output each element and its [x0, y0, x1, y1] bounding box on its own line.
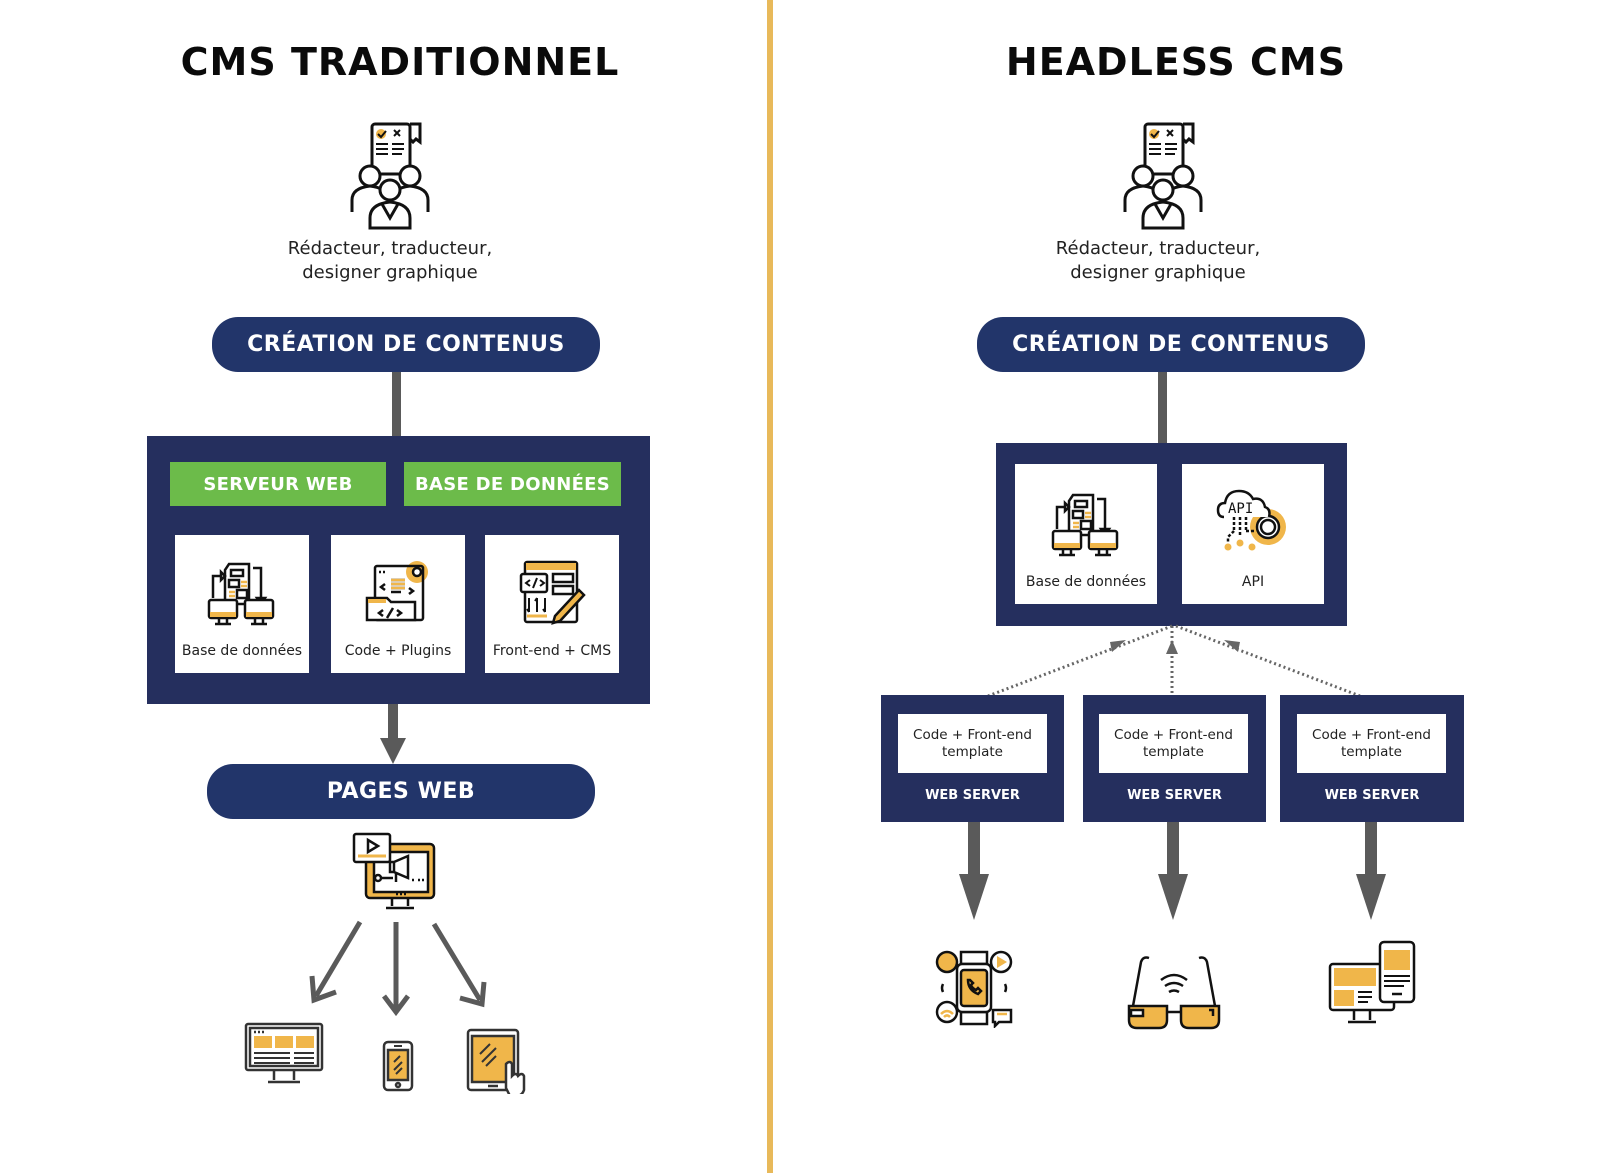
smart-glasses-icon — [1125, 952, 1223, 1037]
database-sync-icon — [207, 558, 277, 643]
api-dotted-connectors — [987, 624, 1361, 698]
right-backend-block: Base de données API API — [996, 443, 1347, 626]
right-connector-line — [1158, 372, 1167, 444]
dotted-line-server-1 — [987, 624, 1173, 698]
card-front-end-cms: Front-end + CMS — [485, 535, 619, 673]
card-label: Front-end + CMS — [492, 643, 612, 659]
arrowhead-3 — [1224, 640, 1240, 652]
card-label: Base de données — [1025, 574, 1147, 590]
svg-text:API: API — [1228, 501, 1253, 517]
database-sync-icon — [1051, 489, 1121, 574]
template-line1: Code + Front-end — [1312, 726, 1431, 743]
left-authors-line1: Rédacteur, traducteur, — [287, 238, 493, 259]
left-arrow-to-pages — [380, 704, 406, 764]
left-connector-line — [392, 372, 401, 436]
web-server-label: WEB SERVER — [925, 788, 1020, 803]
pages-web-pill: PAGES WEB — [207, 764, 595, 819]
template-line2: template — [1341, 743, 1402, 760]
template-line2: template — [942, 743, 1003, 760]
arrowhead-2 — [1166, 640, 1178, 654]
dotted-line-server-3 — [1175, 624, 1361, 698]
code-plugins-icon — [363, 558, 433, 643]
web-server-label: WEB SERVER — [1324, 788, 1420, 803]
right-title: HEADLESS CMS — [1005, 40, 1347, 84]
frontend-editor-icon — [517, 558, 587, 643]
card-base-de-donnees: Base de données — [175, 535, 309, 673]
left-distribution-arrows — [309, 920, 487, 1017]
right-authors-line1: Rédacteur, traducteur, — [1055, 238, 1261, 259]
green-label-base-de-donnees: BASE DE DONNÉES — [404, 462, 621, 506]
template-line1: Code + Front-end — [913, 726, 1032, 743]
left-title: CMS TRADITIONNEL — [180, 40, 620, 84]
arrow-server-1-down — [959, 822, 989, 920]
api-cloud-gear-icon: API — [1216, 487, 1290, 574]
web-server-label: WEB SERVER — [1127, 788, 1222, 803]
card-label: API — [1241, 574, 1265, 590]
arrow-server-2-down — [1158, 822, 1188, 920]
desktop-icon — [242, 1020, 326, 1093]
arrow-to-tablet — [431, 922, 483, 1002]
left-server-block: SERVEUR WEB BASE DE DONNÉES Base de donn… — [147, 436, 650, 704]
left-authors-caption: Rédacteur, traducteur, designer graphiqu… — [240, 237, 540, 285]
smartphone-icon — [382, 1040, 414, 1097]
arrow-to-desktop — [313, 920, 363, 998]
left-content-creation-pill: CRÉATION DE CONTENUS — [212, 317, 600, 372]
arrow-server-3-down — [1356, 822, 1386, 920]
web-media-monitor-icon — [352, 832, 436, 921]
center-divider — [767, 0, 773, 1173]
card-api: API API — [1182, 464, 1324, 604]
left-authors-line2: designer graphique — [302, 262, 478, 283]
card-label: Base de données — [181, 643, 303, 659]
template-line1: Code + Front-end — [1114, 726, 1233, 743]
right-content-creation-pill: CRÉATION DE CONTENUS — [977, 317, 1365, 372]
green-label-serveur-web: SERVEUR WEB — [170, 462, 386, 506]
right-authors-line2: designer graphique — [1070, 262, 1246, 283]
arrowhead-1 — [1110, 640, 1126, 652]
team-document-icon — [1121, 120, 1207, 235]
template-line2: template — [1143, 743, 1204, 760]
card-code-plugins: Code + Plugins — [331, 535, 465, 673]
right-authors-caption: Rédacteur, traducteur, designer graphiqu… — [1008, 237, 1308, 285]
desktop-mobile-icon — [1326, 940, 1418, 1035]
tablet-touch-icon — [466, 1028, 530, 1099]
card-base-de-donnees: Base de données — [1015, 464, 1157, 604]
team-document-icon — [348, 120, 434, 235]
smartwatch-icon — [935, 948, 1015, 1033]
card-label: Code + Plugins — [344, 643, 452, 659]
